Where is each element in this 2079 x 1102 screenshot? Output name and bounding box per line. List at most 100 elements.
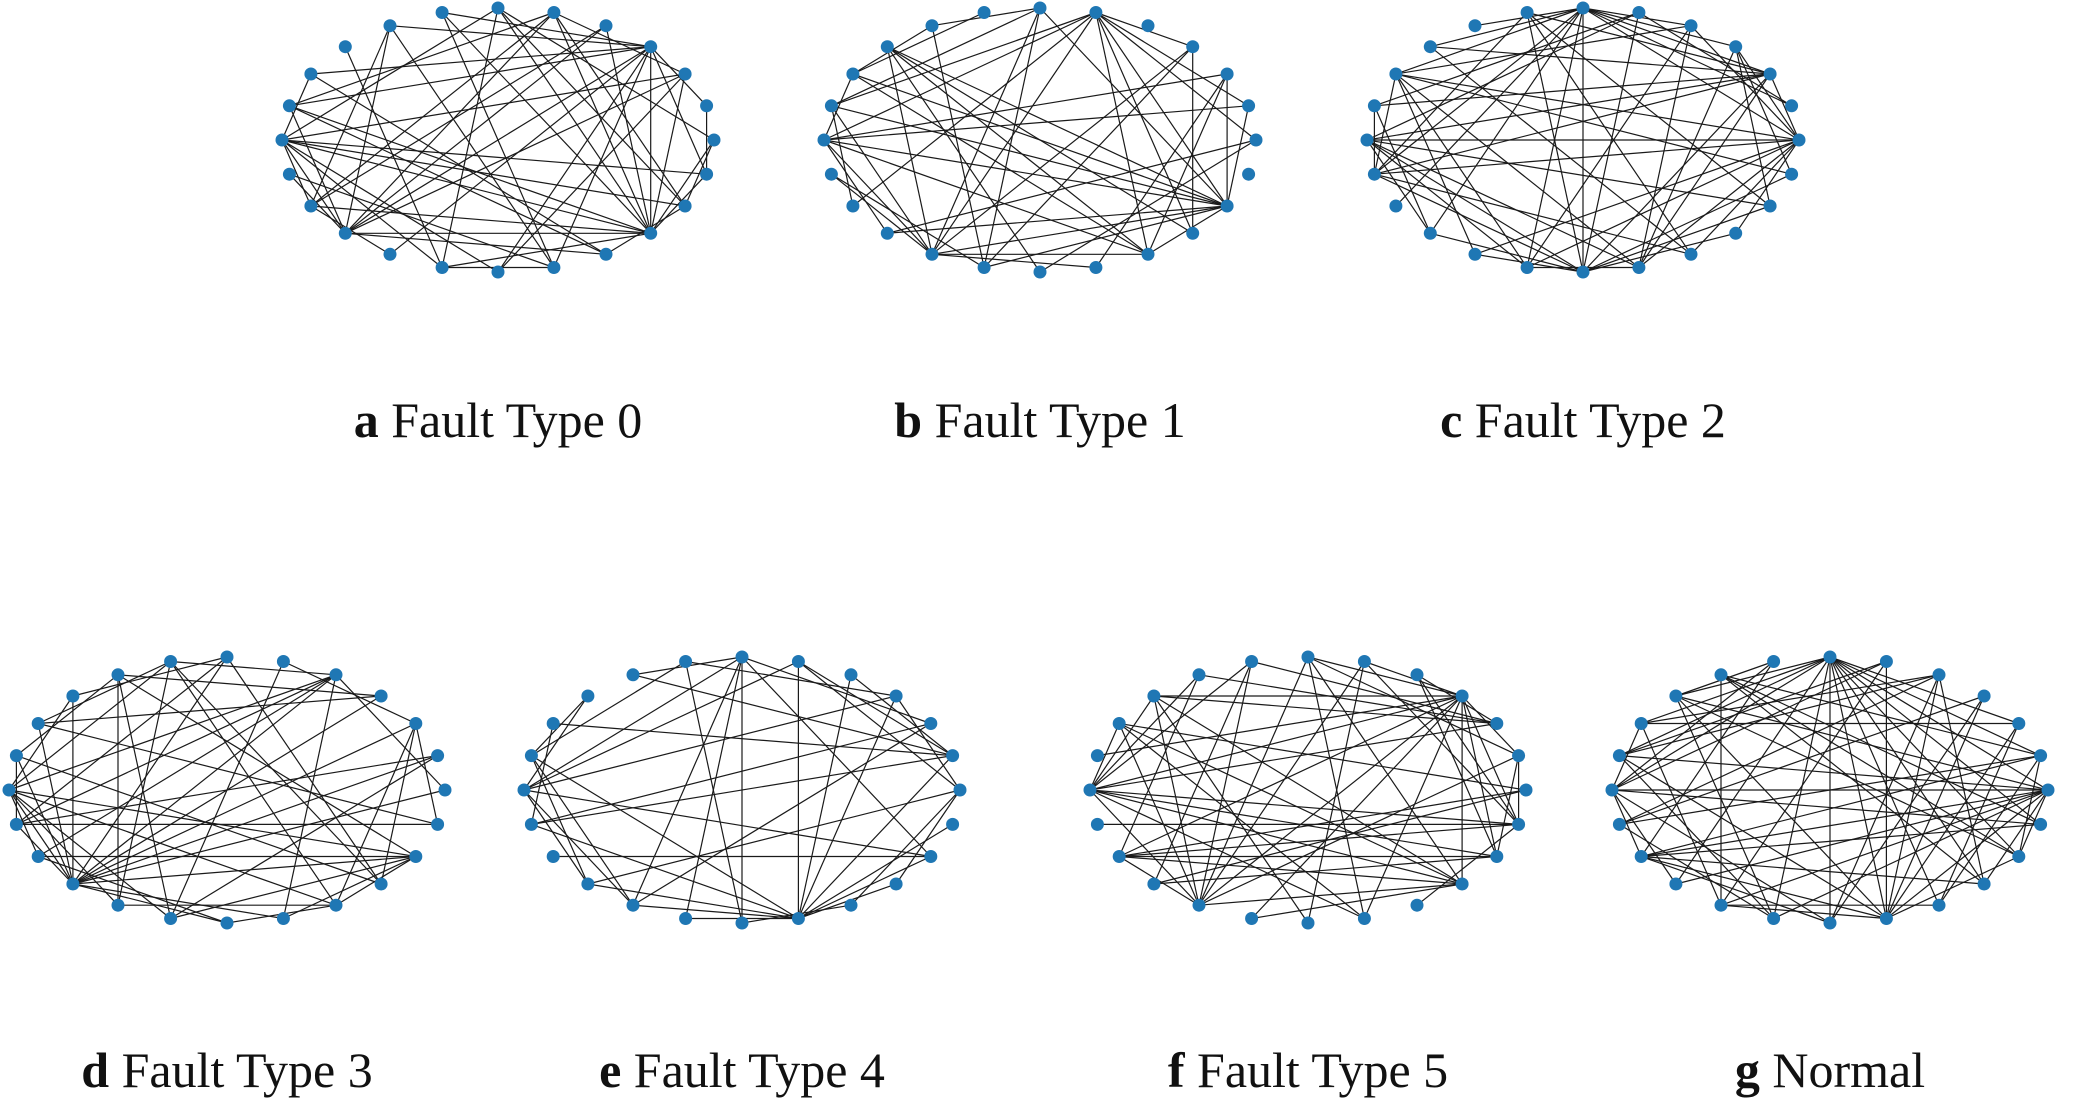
graph-edge	[931, 7, 1041, 255]
graph-edge	[1829, 695, 1985, 924]
graph-edges	[1611, 656, 2049, 924]
graph-node	[66, 877, 80, 891]
graph-edge	[1226, 105, 1250, 207]
graph-node	[1389, 67, 1403, 81]
graph-edge	[289, 11, 555, 107]
graph-edge	[831, 173, 985, 269]
graph-edge	[1374, 73, 1771, 107]
graph-node	[1632, 261, 1646, 274]
graph-node	[1932, 668, 1946, 682]
graph-node	[491, 1, 505, 15]
graph-node	[1520, 261, 1534, 274]
graph-edge	[650, 46, 708, 107]
graph-edge	[1983, 789, 2049, 885]
graph-nodes	[1605, 650, 2055, 930]
graph-edge	[281, 73, 686, 141]
graph-edge	[1118, 723, 1200, 906]
graph-edge	[553, 722, 953, 757]
graph-node	[1714, 898, 1728, 912]
graph-edge	[931, 25, 985, 268]
graph-node	[824, 99, 838, 113]
graph-node	[1879, 655, 1893, 668]
graph-edge	[523, 695, 589, 791]
graph-node	[276, 912, 290, 925]
graph-edge	[389, 25, 651, 48]
graph-node	[924, 717, 938, 730]
graph-edge	[895, 695, 961, 791]
graph-node	[889, 877, 903, 891]
graph-edge	[831, 173, 933, 255]
caption-d-label: Fault Type 3	[121, 1042, 373, 1098]
graph-edge	[1118, 722, 1463, 885]
caption-f-label: Fault Type 5	[1197, 1042, 1449, 1098]
graph-edge	[1095, 11, 1249, 107]
graph-node	[1634, 717, 1648, 730]
graph-node	[276, 655, 290, 668]
graph-node	[1367, 99, 1381, 113]
graph-edge	[15, 823, 74, 885]
graph-edge	[650, 173, 708, 234]
graph-edge	[1307, 656, 1463, 885]
graph-nodes	[1083, 650, 1533, 930]
graph-edge	[1638, 46, 1737, 268]
graph-node	[707, 133, 721, 147]
graph-node	[735, 916, 749, 930]
graph-edges	[823, 7, 1257, 273]
graph-edge	[798, 855, 932, 920]
graph-node	[1186, 40, 1200, 54]
graph-node	[700, 167, 714, 181]
graph-edge	[1638, 73, 1771, 268]
graph-panel-a	[275, 1, 721, 279]
graph-edge	[887, 139, 1257, 234]
graph-node	[1632, 6, 1646, 19]
graph-edge	[1095, 12, 1228, 207]
graph-edge	[1611, 661, 1774, 791]
graph-edge	[553, 11, 686, 75]
graph-edge	[72, 855, 416, 885]
graph-edge	[850, 789, 961, 906]
graph-edge	[1366, 139, 1771, 207]
graph-edge	[1735, 46, 1793, 175]
graph-nodes	[517, 650, 967, 930]
graph-edge	[226, 656, 382, 885]
graph-node	[329, 668, 343, 682]
graph-node	[409, 850, 423, 863]
graph-edge	[1374, 139, 1800, 175]
graph-node	[1684, 19, 1698, 33]
graph-edge	[2018, 755, 2042, 857]
graph-edge	[823, 11, 1097, 141]
graph-edge	[1374, 73, 1771, 175]
graph-edge	[1089, 695, 1155, 791]
caption-f-letter: f	[1167, 1042, 1185, 1098]
graph-edge	[8, 674, 337, 791]
graph-edge	[1720, 904, 1887, 920]
graph-node	[524, 749, 538, 763]
graph-edge	[831, 105, 1228, 207]
graph-node	[1147, 877, 1161, 891]
graph-edge	[1089, 722, 1497, 791]
graph-node	[164, 655, 178, 668]
graph-node	[1468, 19, 1482, 33]
graph-edge	[37, 660, 171, 725]
graph-edge	[72, 656, 228, 885]
graph-node	[431, 817, 445, 831]
graph-edge	[1039, 139, 1257, 273]
graph-node	[880, 226, 894, 240]
graph-edge	[1153, 695, 1200, 906]
graph-node	[338, 226, 352, 240]
graph-edge	[1829, 656, 1985, 885]
graph-edge	[1366, 139, 1640, 269]
graph-edge	[831, 11, 1097, 107]
graph-edge	[335, 674, 446, 791]
graph-node	[946, 817, 960, 831]
graph-edge	[798, 660, 953, 757]
graph-edge	[1720, 674, 1985, 885]
graph-edge	[344, 46, 443, 268]
graph-node	[1112, 850, 1126, 863]
graph-edge	[650, 73, 686, 234]
graph-edge	[523, 789, 634, 906]
graph-edge	[1416, 674, 1498, 857]
graph-node	[1634, 850, 1648, 863]
graph-edge	[1735, 139, 1800, 234]
graph-edge	[1582, 232, 1736, 273]
